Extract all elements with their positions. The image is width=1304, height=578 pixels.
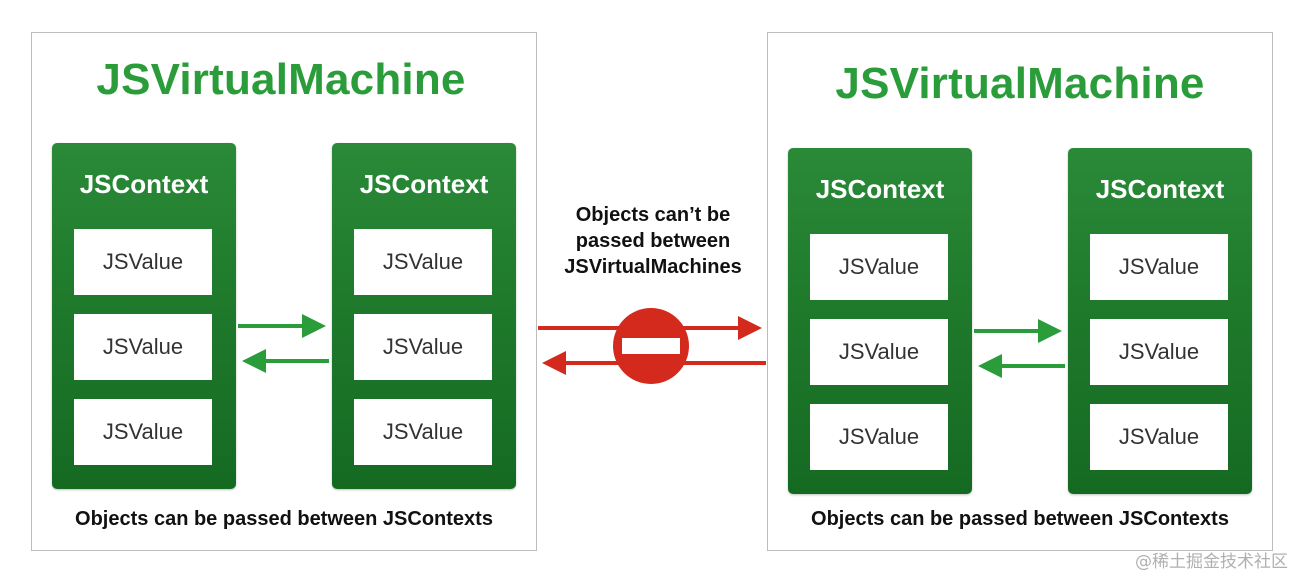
jsvalue-box: JSValue [354, 314, 492, 380]
jsvalue-box: JSValue [74, 229, 212, 295]
jsvalue-box: JSValue [74, 399, 212, 465]
context-title: JSContext [815, 174, 945, 204]
jsvalue-box: JSValue [354, 229, 492, 295]
vm-title: JSVirtualMachine [96, 55, 466, 104]
jsvalue-box: JSValue [1090, 234, 1228, 300]
jsvalue-box: JSValue [810, 234, 948, 300]
jsvalue-box: JSValue [810, 319, 948, 385]
middle-note-line: JSVirtualMachines [564, 256, 742, 278]
jsvalue-box: JSValue [74, 314, 212, 380]
no-entry-icon [613, 308, 689, 384]
jsvalue-box: JSValue [1090, 404, 1228, 470]
middle-note-line: Objects can’t be [575, 204, 731, 226]
virtual-machine-right: JSVirtualMachine JSContext JSValue JSVal… [767, 32, 1273, 551]
jsvalue-box: JSValue [810, 404, 948, 470]
context-title: JSContext [1095, 174, 1225, 204]
middle-note-line: passed between [575, 230, 731, 252]
vm-caption: Objects can be passed between JSContexts [811, 508, 1229, 530]
context-box: JSContext JSValue JSValue JSValue [52, 143, 236, 489]
middle-note: Objects can’t be passed between JSVirtua… [540, 202, 766, 280]
vm-caption: Objects can be passed between JSContexts [75, 508, 493, 530]
context-box: JSContext JSValue JSValue JSValue [788, 148, 972, 494]
context-title: JSContext [359, 169, 489, 199]
watermark: @稀土掘金技术社区 [1135, 552, 1288, 572]
context-title: JSContext [79, 169, 209, 199]
vm-title: JSVirtualMachine [835, 59, 1205, 108]
jsvalue-box: JSValue [1090, 319, 1228, 385]
virtual-machine-left: JSVirtualMachine JSContext JSValue JSVal… [31, 32, 537, 551]
context-box: JSContext JSValue JSValue JSValue [1068, 148, 1252, 494]
context-box: JSContext JSValue JSValue JSValue [332, 143, 516, 489]
jsvalue-box: JSValue [354, 399, 492, 465]
